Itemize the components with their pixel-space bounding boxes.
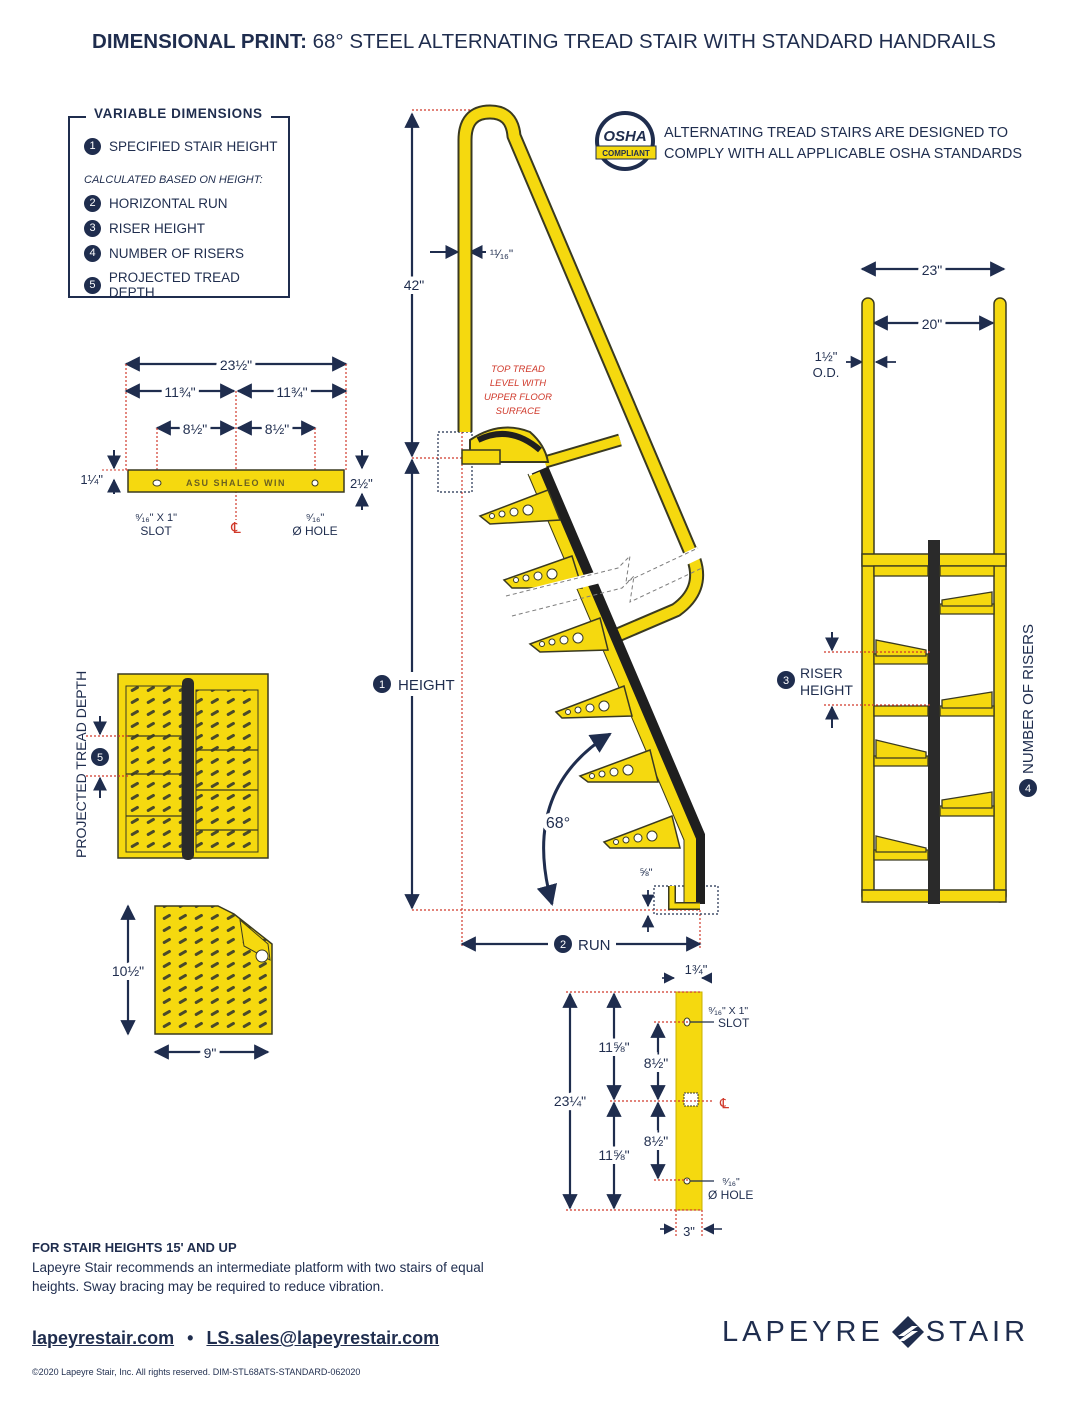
link-separator: • <box>187 1328 194 1348</box>
stringer-upper-inner-dim: 8½" <box>644 1055 668 1071</box>
footer-heading: FOR STAIR HEIGHTS 15' AND UP <box>32 1240 237 1255</box>
stair-front-view: 23" 20" 1½" O.D. <box>777 258 1037 904</box>
legend-number-2: 2 <box>84 195 101 212</box>
tread-depth-label: PROJECTED TREAD DEPTH <box>73 671 89 858</box>
legend-item-2: 2 HORIZONTAL RUN <box>84 195 228 212</box>
number-of-risers-number: 4 <box>1025 783 1031 795</box>
riser-height-label-1: RISER <box>800 665 843 681</box>
legend-header: VARIABLE DIMENSIONS <box>86 106 271 121</box>
tread-right-inner-dim: 8½" <box>265 421 289 437</box>
company-logo: LAPEYRE STAIR <box>722 1316 1029 1349</box>
stair-plan-view: 5 PROJECTED TREAD DEPTH <box>73 671 269 860</box>
legend-number-5: 5 <box>84 276 101 294</box>
tread-plate-view: 10½" 9" <box>108 904 273 1065</box>
footer-body: Lapeyre Stair recommends an intermediate… <box>32 1260 484 1294</box>
stringer-view: 1¾" ℄ 23¼" 11⅝" 11⅝" 8½" 8½" ⁹⁄₁₆" X 1" … <box>550 962 753 1239</box>
tread-right-height-dim: 2½" <box>350 476 373 491</box>
variable-dimensions-legend: 1 SPECIFIED STAIR HEIGHT CALCULATED BASED… <box>68 116 290 300</box>
stringer-bottom-width-dim: 3" <box>683 1224 695 1239</box>
riser-height-label-2: HEIGHT <box>800 682 853 698</box>
osha-line-2: COMPLY WITH ALL APPLICABLE OSHA STANDARD… <box>664 146 1023 162</box>
tread-top-view: 23½" 11¾" 11¾" 8½" 8½" ASU SHALEO WIN 1¼… <box>80 353 373 538</box>
tread-hole-icon <box>311 479 319 487</box>
tread-slot-size: ⁹⁄₁₆" X 1" <box>135 512 177 524</box>
stringer-hole-label: Ø HOLE <box>708 1188 753 1202</box>
stringer-slot-label: SLOT <box>718 1016 750 1030</box>
top-tread-note-line-1: TOP TREAD <box>491 364 545 375</box>
page-title: DIMENSIONAL PRINT: 68° STEEL ALTERNATING… <box>0 30 1088 54</box>
copyright-notice: ©2020 Lapeyre Stair, Inc. All rights res… <box>32 1367 361 1377</box>
legend-label-4: NUMBER OF RISERS <box>109 246 245 261</box>
tread-hole-size: ⁹⁄₁₆" <box>306 512 325 524</box>
stringer-centerline-symbol: ℄ <box>719 1095 729 1111</box>
legend-number-3: 3 <box>84 220 101 237</box>
osha-badge-icon: OSHA COMPLIANT <box>595 111 657 171</box>
title-bold: DIMENSIONAL PRINT: <box>92 30 307 53</box>
stair-angle-dim: 68° <box>546 815 570 832</box>
osha-badge-sub: COMPLIANT <box>602 149 650 158</box>
top-tread-note-line-3: UPPER FLOOR <box>484 392 552 403</box>
contact-links: lapeyrestair.com • LS.sales@lapeyrestair… <box>32 1328 439 1349</box>
osha-line-1: ALTERNATING TREAD STAIRS ARE DESIGNED TO <box>664 125 1009 141</box>
tread-centerline-symbol: ℄ <box>230 520 241 537</box>
stair-side-view: 42" ¹¹⁄₁₆" <box>368 104 719 956</box>
legend-number-1: 1 <box>84 138 101 155</box>
logo-text-right: STAIR <box>925 1316 1030 1348</box>
top-tread-note-line-4: SURFACE <box>496 406 541 417</box>
logo-text-left: LAPEYRE <box>722 1316 884 1348</box>
legend-item-4: 4 NUMBER OF RISERS <box>84 245 244 262</box>
stringer-top-width-dim: 1¾" <box>685 962 708 977</box>
tread-plate-height-dim: 10½" <box>112 963 144 979</box>
legend-label-1: SPECIFIED STAIR HEIGHT <box>109 139 278 154</box>
stringer-lower-inner-dim: 8½" <box>644 1133 668 1149</box>
lapeyre-logo-icon <box>892 1316 924 1348</box>
website-link[interactable]: lapeyrestair.com <box>32 1328 175 1348</box>
legend-label-3: RISER HEIGHT <box>109 221 206 236</box>
legend-subheader: CALCULATED BASED ON HEIGHT: <box>84 174 263 186</box>
rail-od-size: 1½" <box>815 349 838 364</box>
tread-overall-dim: 23½" <box>220 357 252 373</box>
tread-left-inner-dim: 8½" <box>183 421 207 437</box>
legend-item-1: 1 SPECIFIED STAIR HEIGHT <box>84 138 278 155</box>
height-label: HEIGHT <box>398 677 455 694</box>
run-label: RUN <box>578 937 611 954</box>
email-link[interactable]: LS.sales@lapeyrestair.com <box>206 1328 440 1348</box>
number-of-risers-label: NUMBER OF RISERS <box>1020 624 1037 774</box>
stringer-upper-half-dim: 11⅝" <box>598 1039 629 1055</box>
stringer-hole-size: ⁹⁄₁₆" <box>722 1176 740 1188</box>
base-offset-dim: ⅝" <box>639 867 652 879</box>
legend-label-2: HORIZONTAL RUN <box>109 196 228 211</box>
riser-height-number: 3 <box>783 675 789 687</box>
stringer-lower-half-dim: 11⅝" <box>598 1147 629 1163</box>
legend-number-4: 4 <box>84 245 101 262</box>
legend-label-5: PROJECTED TREAD DEPTH <box>108 270 240 300</box>
stringer-overall-dim: 23¼" <box>554 1093 586 1109</box>
rail-offset-dim: ¹¹⁄₁₆" <box>490 247 513 261</box>
tread-plate-width-dim: 9" <box>204 1045 217 1061</box>
run-number: 2 <box>560 939 566 951</box>
break-line-icon <box>505 542 703 617</box>
osha-statement: ALTERNATING TREAD STAIRS ARE DESIGNED TO… <box>664 123 1022 165</box>
osha-badge-text: OSHA <box>603 128 646 145</box>
tread-depth-number: 5 <box>97 752 103 764</box>
front-outer-width-dim: 23" <box>922 262 943 278</box>
top-tread-note-line-2: LEVEL WITH <box>490 378 546 389</box>
legend-item-3: 3 RISER HEIGHT <box>84 220 205 237</box>
legend-item-5: 5 PROJECTED TREAD DEPTH <box>84 270 288 300</box>
height-number: 1 <box>379 679 385 691</box>
tread-slot-icon <box>152 479 162 487</box>
front-inner-width-dim: 20" <box>922 316 943 332</box>
title-rest: 68° STEEL ALTERNATING TREAD STAIR WITH S… <box>306 30 996 53</box>
tread-slot-label: SLOT <box>140 524 172 538</box>
tread-right-half-dim: 11¾" <box>276 384 307 400</box>
rail-height-dim: 42" <box>404 277 425 293</box>
tread-left-half-dim: 11¾" <box>164 384 195 400</box>
tread-hole-label: Ø HOLE <box>292 524 337 538</box>
stringer-slot-size: ⁹⁄₁₆" X 1" <box>708 1005 748 1017</box>
tread-left-height-dim: 1¼" <box>80 472 103 487</box>
tread-stamp-text: ASU SHALEO WIN <box>186 478 286 488</box>
rail-od-label: O.D. <box>813 365 840 380</box>
